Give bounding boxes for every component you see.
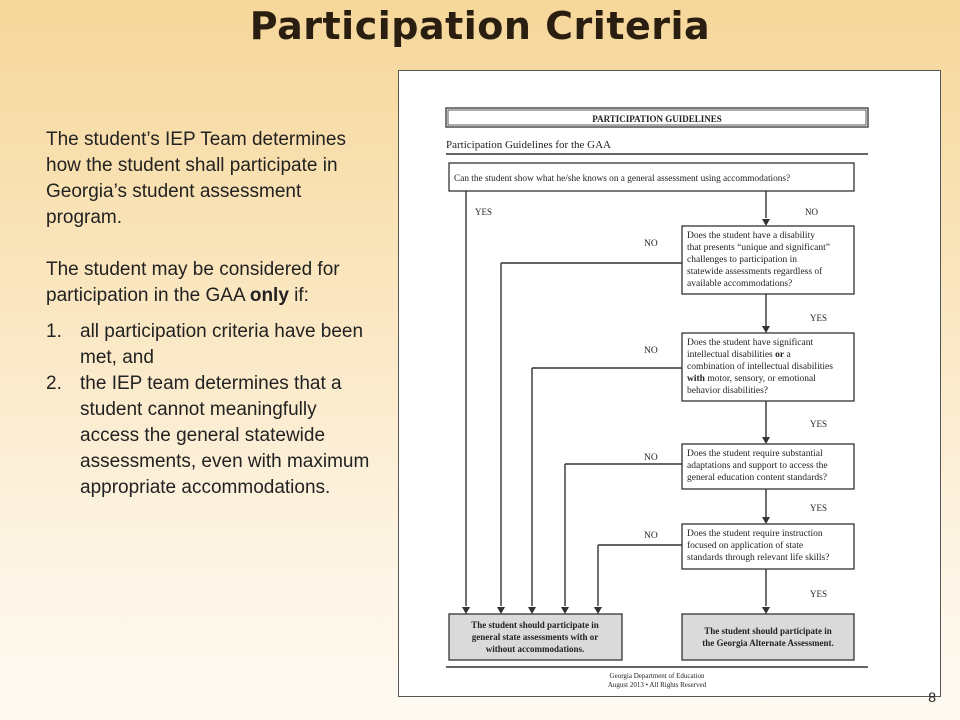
- yes-label: YES: [810, 419, 827, 429]
- question-text-2: with motor, sensory, or emotional: [687, 374, 816, 384]
- para2-tail: if:: [288, 285, 309, 306]
- question-text-3: Does the student require substantial: [687, 449, 823, 459]
- question-text-2: intellectual disabilities or a: [687, 350, 791, 360]
- banner-label: PARTICIPATION GUIDELINES: [592, 114, 721, 124]
- spine-arrowhead: [762, 517, 770, 524]
- criteria-item: 2. the IEP team determines that a student…: [46, 371, 376, 501]
- para2-lead: The student may be considered for partic…: [46, 259, 340, 306]
- outcome-text-general: general state assessments with or: [472, 632, 598, 642]
- outcome-box-gaa: [681, 613, 855, 661]
- no-label: NO: [644, 453, 658, 463]
- para2-emphasis: only: [249, 285, 289, 306]
- outcome-text-general: without accommodations.: [486, 644, 585, 654]
- banner-inner-border: [447, 109, 867, 126]
- question-text-2: Does the student have significant: [687, 337, 813, 348]
- no-label: NO: [805, 207, 818, 217]
- question-box-4: [681, 523, 855, 570]
- question-text-4: Does the student require instruction: [687, 529, 823, 539]
- criteria-number: 2.: [46, 373, 62, 394]
- question-text-3: general education content standards?: [687, 473, 827, 483]
- spine-arrowhead: [762, 437, 770, 444]
- question-text-0: Can the student show what he/she knows o…: [454, 174, 790, 184]
- question-text-1: statewide assessments regardless of: [687, 266, 823, 277]
- spine-arrowhead: [762, 607, 770, 614]
- question-box-1: [681, 225, 855, 295]
- banner-box: [445, 107, 869, 128]
- footer-org: Georgia Department of Education: [610, 672, 705, 680]
- slide-title: Participation Criteria: [249, 4, 711, 48]
- spine-arrowhead: [762, 219, 770, 226]
- intro-paragraph-1: The student’s IEP Team determines how th…: [46, 129, 346, 228]
- no-arrowhead: [528, 607, 536, 614]
- no-label: NO: [644, 346, 658, 356]
- question-text-3: adaptations and support to access the: [687, 461, 828, 471]
- question-text-1: that presents “unique and significant”: [687, 242, 830, 253]
- footer-date: August 2013 • All Rights Reserved: [608, 681, 707, 689]
- criteria-text: all participation criteria have been met…: [80, 321, 364, 368]
- flowchart-subtitle: Participation Guidelines for the GAA: [446, 139, 611, 151]
- criteria-list: 1. all participation criteria have been m…: [46, 319, 376, 501]
- question-text-1: challenges to participation in: [687, 255, 797, 265]
- no-label: NO: [644, 531, 658, 541]
- outcome-box-general: [448, 613, 623, 661]
- outcome-text-gaa: The student should participate in: [704, 626, 832, 636]
- intro-paragraph-2: The student may be considered for partic…: [46, 257, 376, 309]
- yes-arrowhead: [462, 607, 470, 614]
- question-text-1: available accommodations?: [687, 279, 792, 289]
- outcome-text-general: The student should participate in: [471, 620, 599, 630]
- question-box-2: [681, 332, 855, 402]
- outcome-text-gaa: the Georgia Alternate Assessment.: [702, 638, 833, 648]
- no-arrowhead: [594, 607, 602, 614]
- criteria-number: 1.: [46, 321, 62, 342]
- no-arrowhead: [561, 607, 569, 614]
- question-box-0: [448, 162, 855, 192]
- question-box-3: [681, 443, 855, 490]
- criteria-text: the IEP team determines that a student c…: [80, 373, 370, 498]
- yes-label: YES: [475, 207, 492, 217]
- intro-text: The student’s IEP Team determines how th…: [46, 127, 376, 501]
- spine-arrowhead: [762, 326, 770, 333]
- yes-label: YES: [810, 313, 827, 323]
- question-text-2: combination of intellectual disabilities: [687, 361, 833, 372]
- participation-flowchart: PARTICIPATION GUIDELINES Participation Gu…: [445, 107, 869, 689]
- no-label: NO: [644, 239, 658, 249]
- question-text-2: behavior disabilities?: [687, 386, 768, 396]
- criteria-item: 1. all participation criteria have been m…: [46, 319, 376, 371]
- question-text-1: Does the student have a disability: [687, 231, 815, 241]
- flowchart-panel: PARTICIPATION GUIDELINES Participation Gu…: [398, 70, 941, 697]
- slide-number: 8: [928, 689, 936, 705]
- yes-label: YES: [810, 503, 827, 513]
- no-arrowhead: [497, 607, 505, 614]
- question-text-4: standards through relevant life skills?: [687, 552, 829, 563]
- yes-label: YES: [810, 589, 827, 599]
- question-text-4: focused on application of state: [687, 540, 803, 551]
